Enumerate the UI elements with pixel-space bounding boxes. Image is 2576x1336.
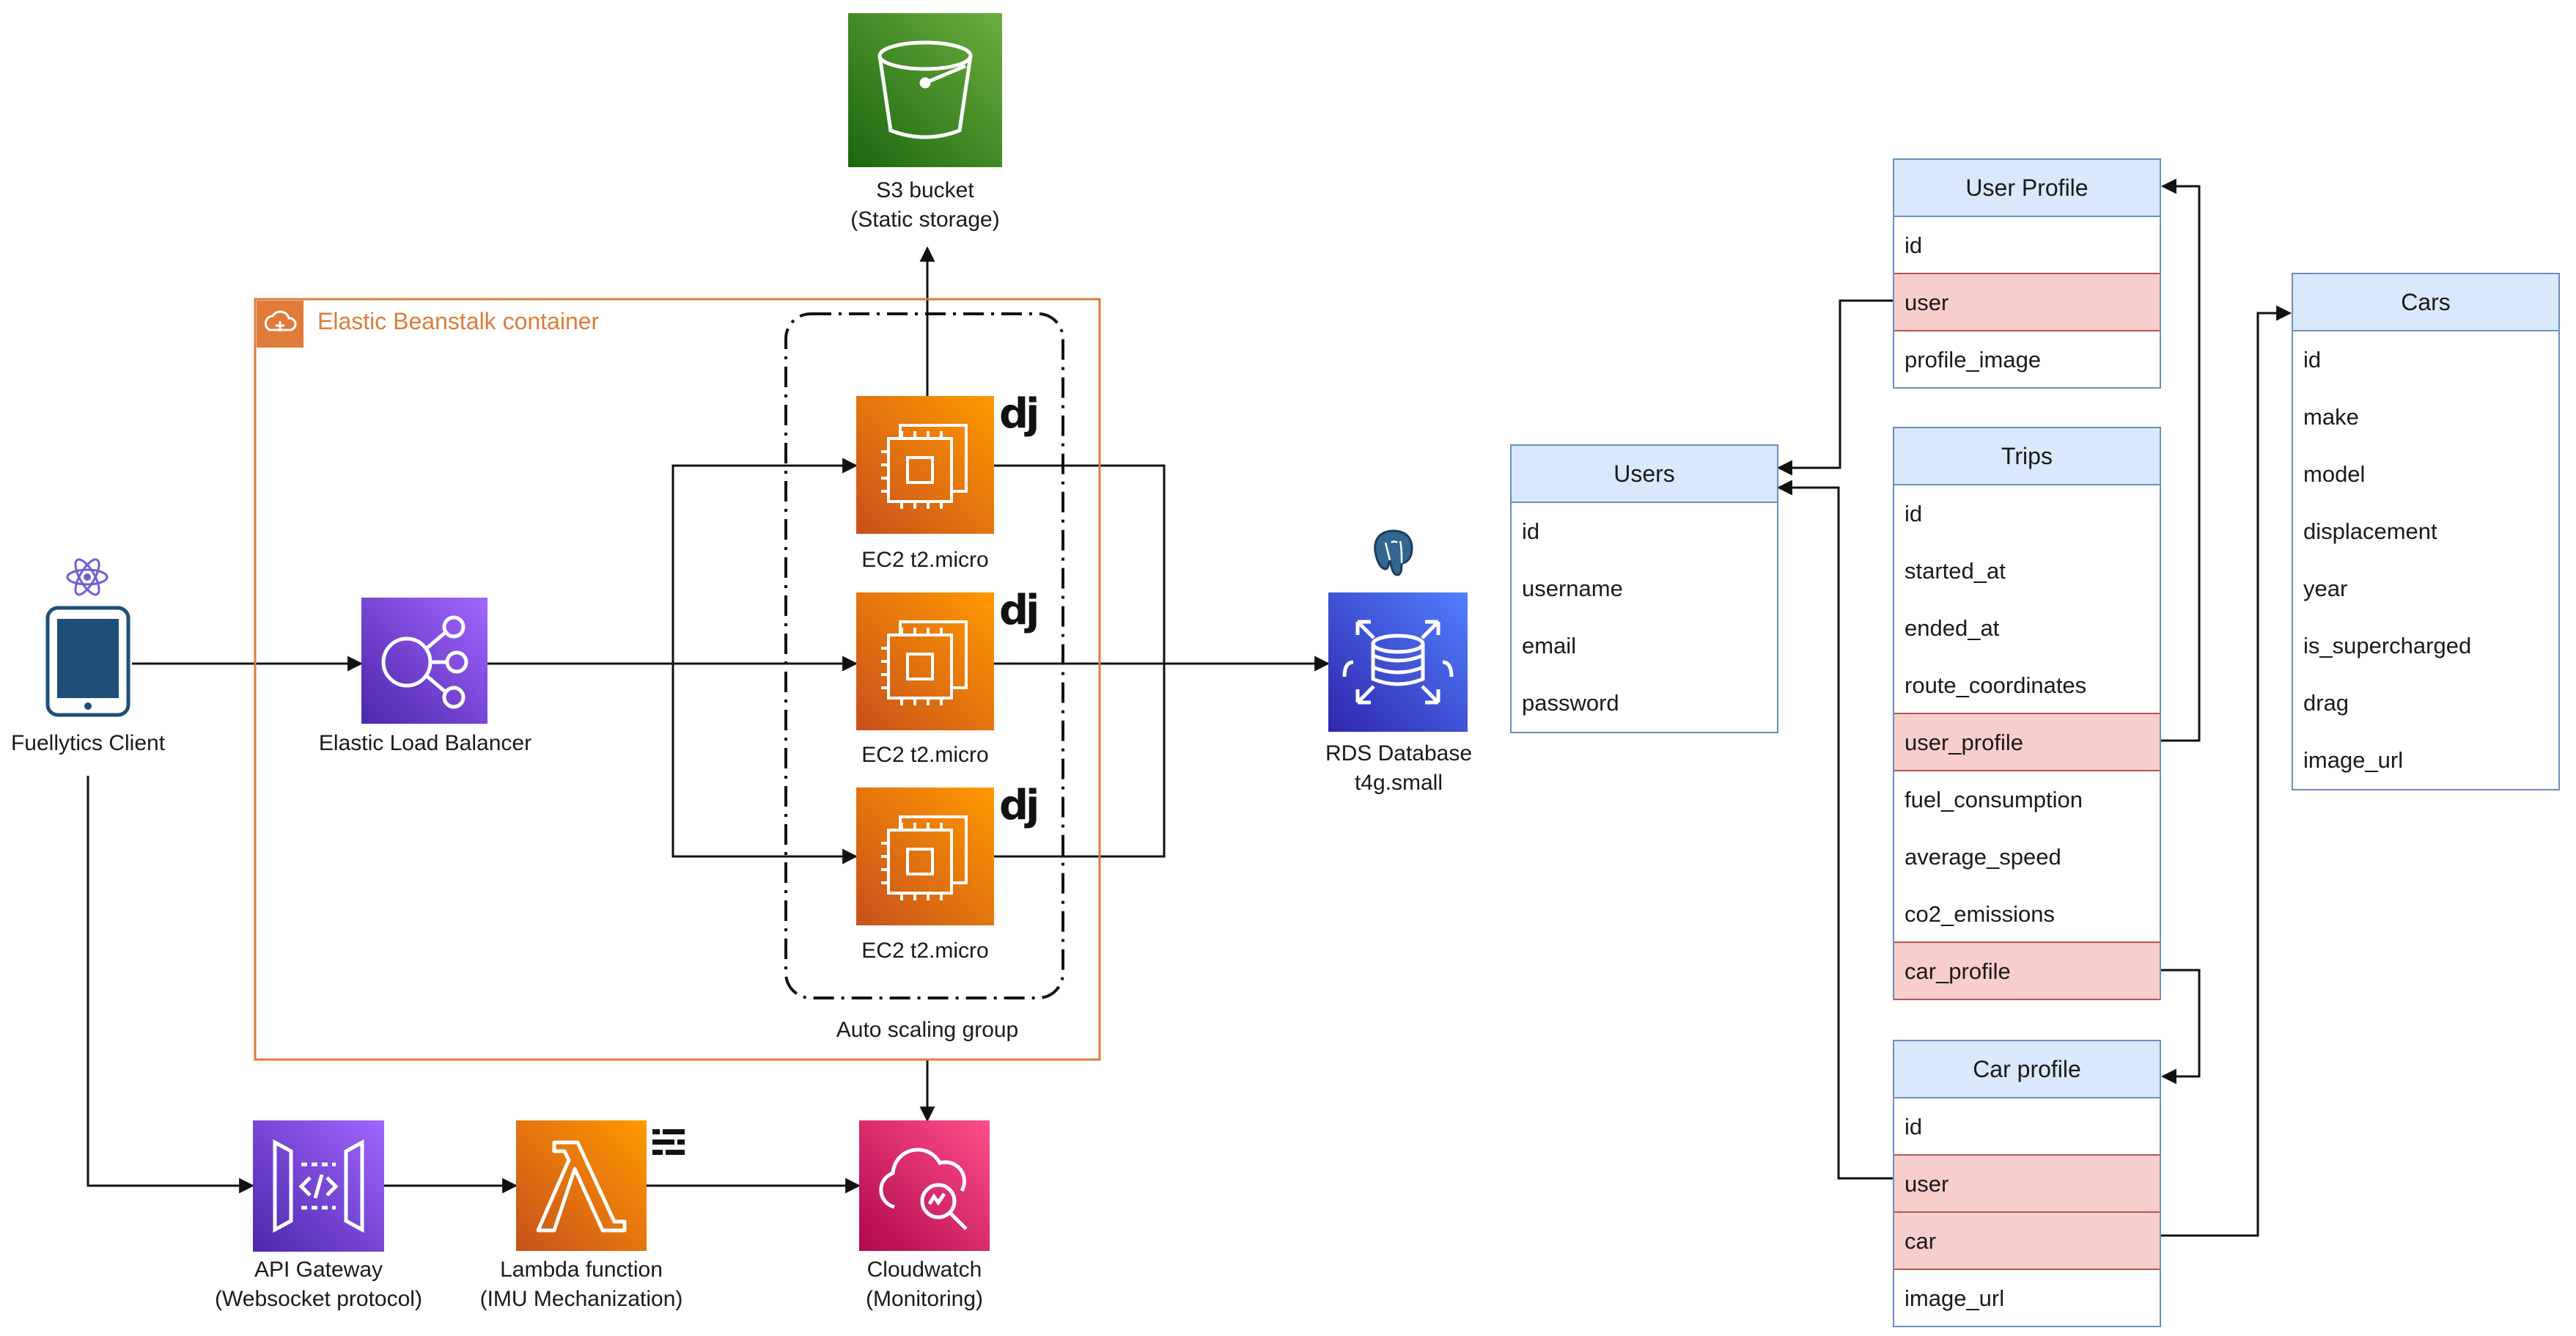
field-row: displacement (2303, 518, 2437, 544)
django-icon: dj (999, 390, 1039, 438)
field-row: is_supercharged (2303, 633, 2472, 658)
table-header: Cars (2293, 274, 2558, 331)
beanstalk-icon (257, 301, 303, 348)
ec2-chip-icon (881, 620, 968, 705)
beanstalk-container (254, 298, 1101, 1061)
postgresql-icon (1368, 526, 1419, 579)
field-row: username (1522, 576, 1623, 601)
field-row: drag (2303, 690, 2349, 716)
table-user-profile[interactable]: User Profile id user profile_image (1893, 158, 2161, 389)
bucket-icon (877, 40, 973, 139)
ec2-label-1: EC2 t2.micro (861, 548, 989, 572)
autoscaling-group-frame (784, 312, 1064, 999)
field-row: ended_at (1905, 615, 2000, 641)
field-row: average_speed (1905, 844, 2061, 870)
foreign-key-row: car (1894, 1211, 2160, 1270)
elb-label: Elastic Load Balancer (318, 731, 532, 755)
foreign-key-row: user (1894, 273, 2160, 331)
er-edge-trips-carprofile (2160, 969, 2201, 1084)
field-row: make (2303, 404, 2359, 430)
foreign-key-row: car_profile (1894, 942, 2160, 1000)
field-row: route_coordinates (1905, 672, 2087, 698)
apigw-node[interactable] (253, 1120, 384, 1252)
elb-node[interactable] (361, 598, 487, 724)
field-row: id (1522, 518, 1540, 544)
edge-elb-ec2-top (671, 458, 858, 664)
client-label: Fuellytics Client (10, 731, 166, 755)
ec2-node-3[interactable] (856, 788, 994, 925)
cloudwatch-icon (879, 1148, 968, 1230)
field-row: id (2303, 347, 2322, 372)
react-icon (65, 554, 110, 600)
s3-label: S3 bucket (Static storage) (850, 178, 1000, 232)
django-icon: dj (999, 782, 1039, 829)
field-row: profile_image (1905, 347, 2042, 372)
load-balancer-icon (381, 615, 468, 709)
edge-client-apigw (87, 776, 255, 1194)
field-row: id (1905, 1114, 1923, 1139)
field-row: email (1522, 633, 1577, 658)
django-icon: dj (999, 587, 1039, 634)
lambda-label: Lambda function (IMU Mechanization) (479, 1258, 683, 1311)
edge-elb-ec2-bot (671, 664, 858, 865)
ec2-chip-icon (881, 815, 968, 900)
tablet-icon (45, 606, 130, 717)
er-edge-trips-userprofile (2160, 178, 2201, 742)
database-icon (1342, 620, 1454, 705)
lambda-node[interactable] (516, 1120, 647, 1251)
rds-label: RDS Database t4g.small (1325, 741, 1473, 795)
edge-ec2-top-join (994, 464, 1166, 664)
cloudwatch-label: Cloudwatch (Monitoring) (865, 1258, 984, 1311)
field-row: image_url (1905, 1285, 2005, 1311)
table-header: Trips (1894, 428, 2160, 485)
rds-node[interactable] (1328, 592, 1468, 732)
field-row: model (2303, 461, 2366, 487)
apigw-label: API Gateway (Websocket protocol) (215, 1258, 422, 1311)
field-row: started_at (1905, 558, 2006, 584)
field-row: year (2303, 576, 2348, 601)
field-row: image_url (2303, 747, 2404, 773)
cloudwatch-node[interactable] (859, 1120, 990, 1251)
ec2-node-2[interactable] (856, 592, 994, 730)
field-row: id (1905, 501, 1923, 526)
api-gateway-icon (273, 1139, 364, 1233)
table-cars[interactable]: Cars id make model displacement year is_… (2292, 273, 2560, 790)
serverless-icon (652, 1128, 686, 1157)
foreign-key-row: user (1894, 1154, 2160, 1213)
s3-node[interactable] (848, 13, 1002, 167)
table-header: Car profile (1894, 1041, 2160, 1098)
ec2-node-1[interactable] (856, 396, 994, 534)
field-row: fuel_consumption (1905, 787, 2083, 812)
container-title: Elastic Beanstalk container (317, 308, 600, 334)
autoscaling-label: Auto scaling group (836, 1018, 1019, 1042)
ec2-label-2: EC2 t2.micro (861, 743, 989, 767)
er-edge-carprofile-user-users (1776, 480, 1893, 1180)
table-trips[interactable]: Trips id started_at ended_at route_coord… (1893, 427, 2161, 1000)
ec2-label-3: EC2 t2.micro (861, 939, 989, 963)
field-row: id (1905, 232, 1923, 258)
lambda-icon (536, 1140, 627, 1233)
table-header: User Profile (1894, 160, 2160, 217)
er-edge-userprofile-user-users (1776, 299, 1893, 476)
table-car-profile[interactable]: Car profile id user car image_url (1893, 1040, 2161, 1327)
foreign-key-row: user_profile (1894, 713, 2160, 771)
ec2-chip-icon (881, 424, 968, 509)
table-header: Users (1512, 446, 1777, 503)
table-users[interactable]: Users id username email password (1510, 444, 1778, 733)
er-edge-carprofile-car-cars (2160, 305, 2292, 1237)
field-row: password (1522, 690, 1619, 716)
edge-ec2-bot-join (994, 664, 1166, 858)
field-row: co2_emissions (1905, 901, 2056, 927)
